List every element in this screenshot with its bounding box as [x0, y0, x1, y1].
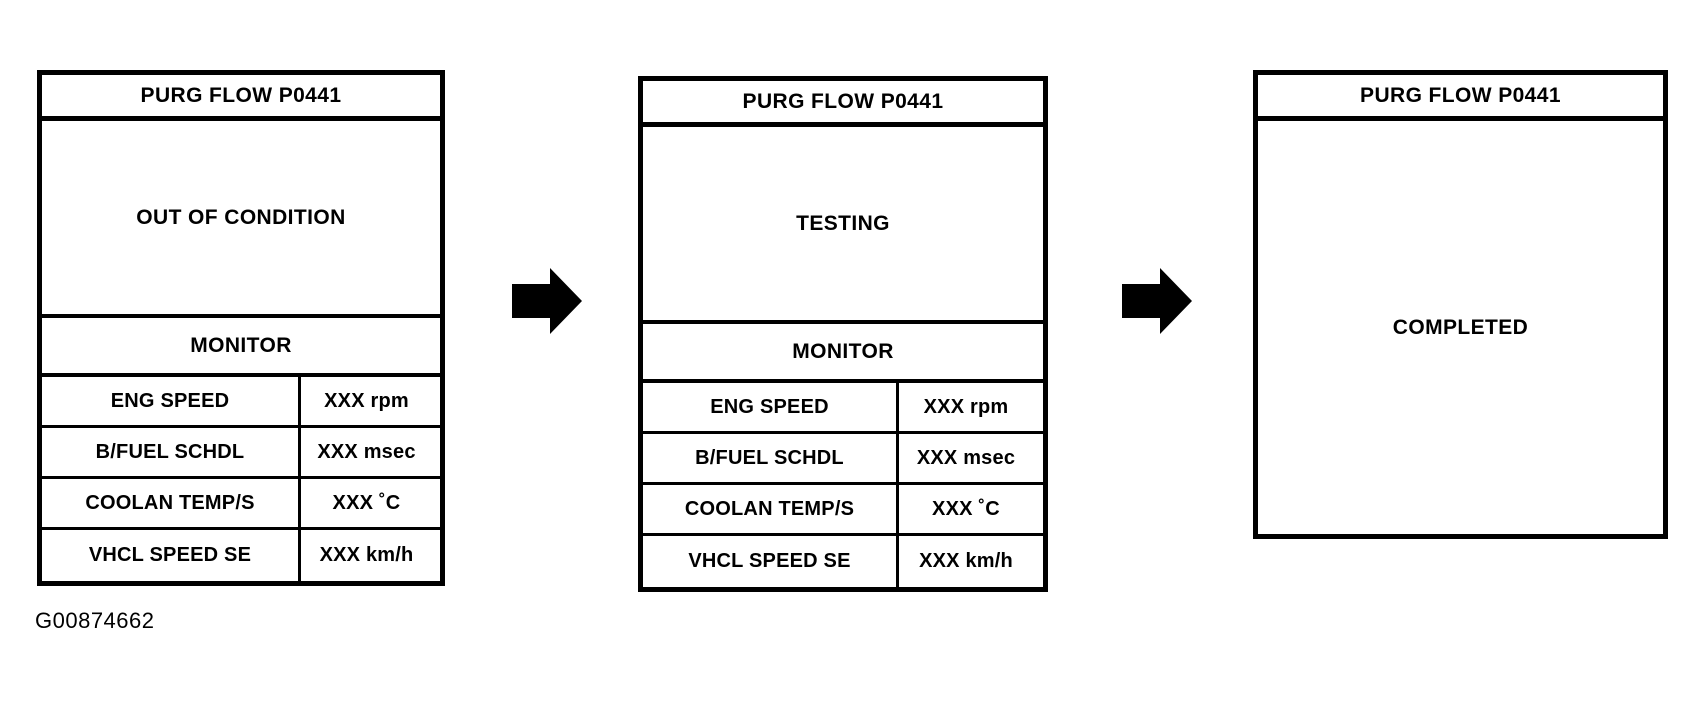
table-row: ENG SPEED XXX rpm: [42, 377, 440, 428]
panel-status-text: COMPLETED: [1392, 315, 1529, 339]
figure-caption: G00874662: [35, 608, 155, 633]
parameter-value: XXX rpm: [923, 395, 1009, 418]
parameter-label: VHCL SPEED SE: [42, 530, 301, 581]
parameter-value: XXX km/h: [919, 550, 1013, 572]
parameter-value: XXX ˚C: [332, 491, 401, 514]
parameter-label: ENG SPEED: [42, 377, 301, 425]
arrow-right-icon: [1122, 267, 1192, 335]
parameter-label: VHCL SPEED SE: [643, 536, 899, 587]
monitor-data-table: ENG SPEED XXX rpm B/FUEL SCHDL XXX msec …: [643, 383, 1043, 587]
monitor-data-table: ENG SPEED XXX rpm B/FUEL SCHDL XXX msec …: [42, 377, 440, 581]
table-row: ENG SPEED XXX rpm: [643, 383, 1043, 434]
table-row: COOLAN TEMP/S XXX ˚C: [42, 479, 440, 530]
parameter-value: XXX msec: [317, 440, 416, 463]
panel-title: PURG FLOW P0441: [1258, 75, 1663, 121]
scan-tool-panel-completed: PURG FLOW P0441 COMPLETED: [1253, 70, 1668, 539]
scan-tool-panel-testing: PURG FLOW P0441 TESTING MONITOR ENG SPEE…: [638, 76, 1048, 592]
panel-status-text: OUT OF CONDITION: [42, 121, 440, 318]
parameter-value: XXX rpm: [324, 389, 409, 412]
table-row: VHCL SPEED SE XXX km/h: [42, 530, 440, 581]
table-row: B/FUEL SCHDL XXX msec: [643, 434, 1043, 485]
monitor-section-header: MONITOR: [643, 324, 1043, 383]
parameter-value: XXX km/h: [319, 544, 414, 566]
scan-tool-panel-out-of-condition: PURG FLOW P0441 OUT OF CONDITION MONITOR…: [37, 70, 445, 586]
parameter-label: COOLAN TEMP/S: [42, 479, 301, 527]
parameter-label: B/FUEL SCHDL: [643, 434, 899, 482]
parameter-label: COOLAN TEMP/S: [643, 485, 899, 533]
arrow-right-icon: [512, 267, 582, 335]
table-row: VHCL SPEED SE XXX km/h: [643, 536, 1043, 587]
monitor-section-header: MONITOR: [42, 318, 440, 377]
parameter-label: ENG SPEED: [643, 383, 899, 431]
panel-title: PURG FLOW P0441: [643, 81, 1043, 127]
parameter-value: XXX ˚C: [932, 497, 1000, 520]
table-row: COOLAN TEMP/S XXX ˚C: [643, 485, 1043, 536]
parameter-value: XXX msec: [916, 446, 1016, 469]
parameter-label: B/FUEL SCHDL: [42, 428, 301, 476]
panel-title: PURG FLOW P0441: [42, 75, 440, 121]
table-row: B/FUEL SCHDL XXX msec: [42, 428, 440, 479]
panel-status-text: TESTING: [643, 127, 1043, 324]
